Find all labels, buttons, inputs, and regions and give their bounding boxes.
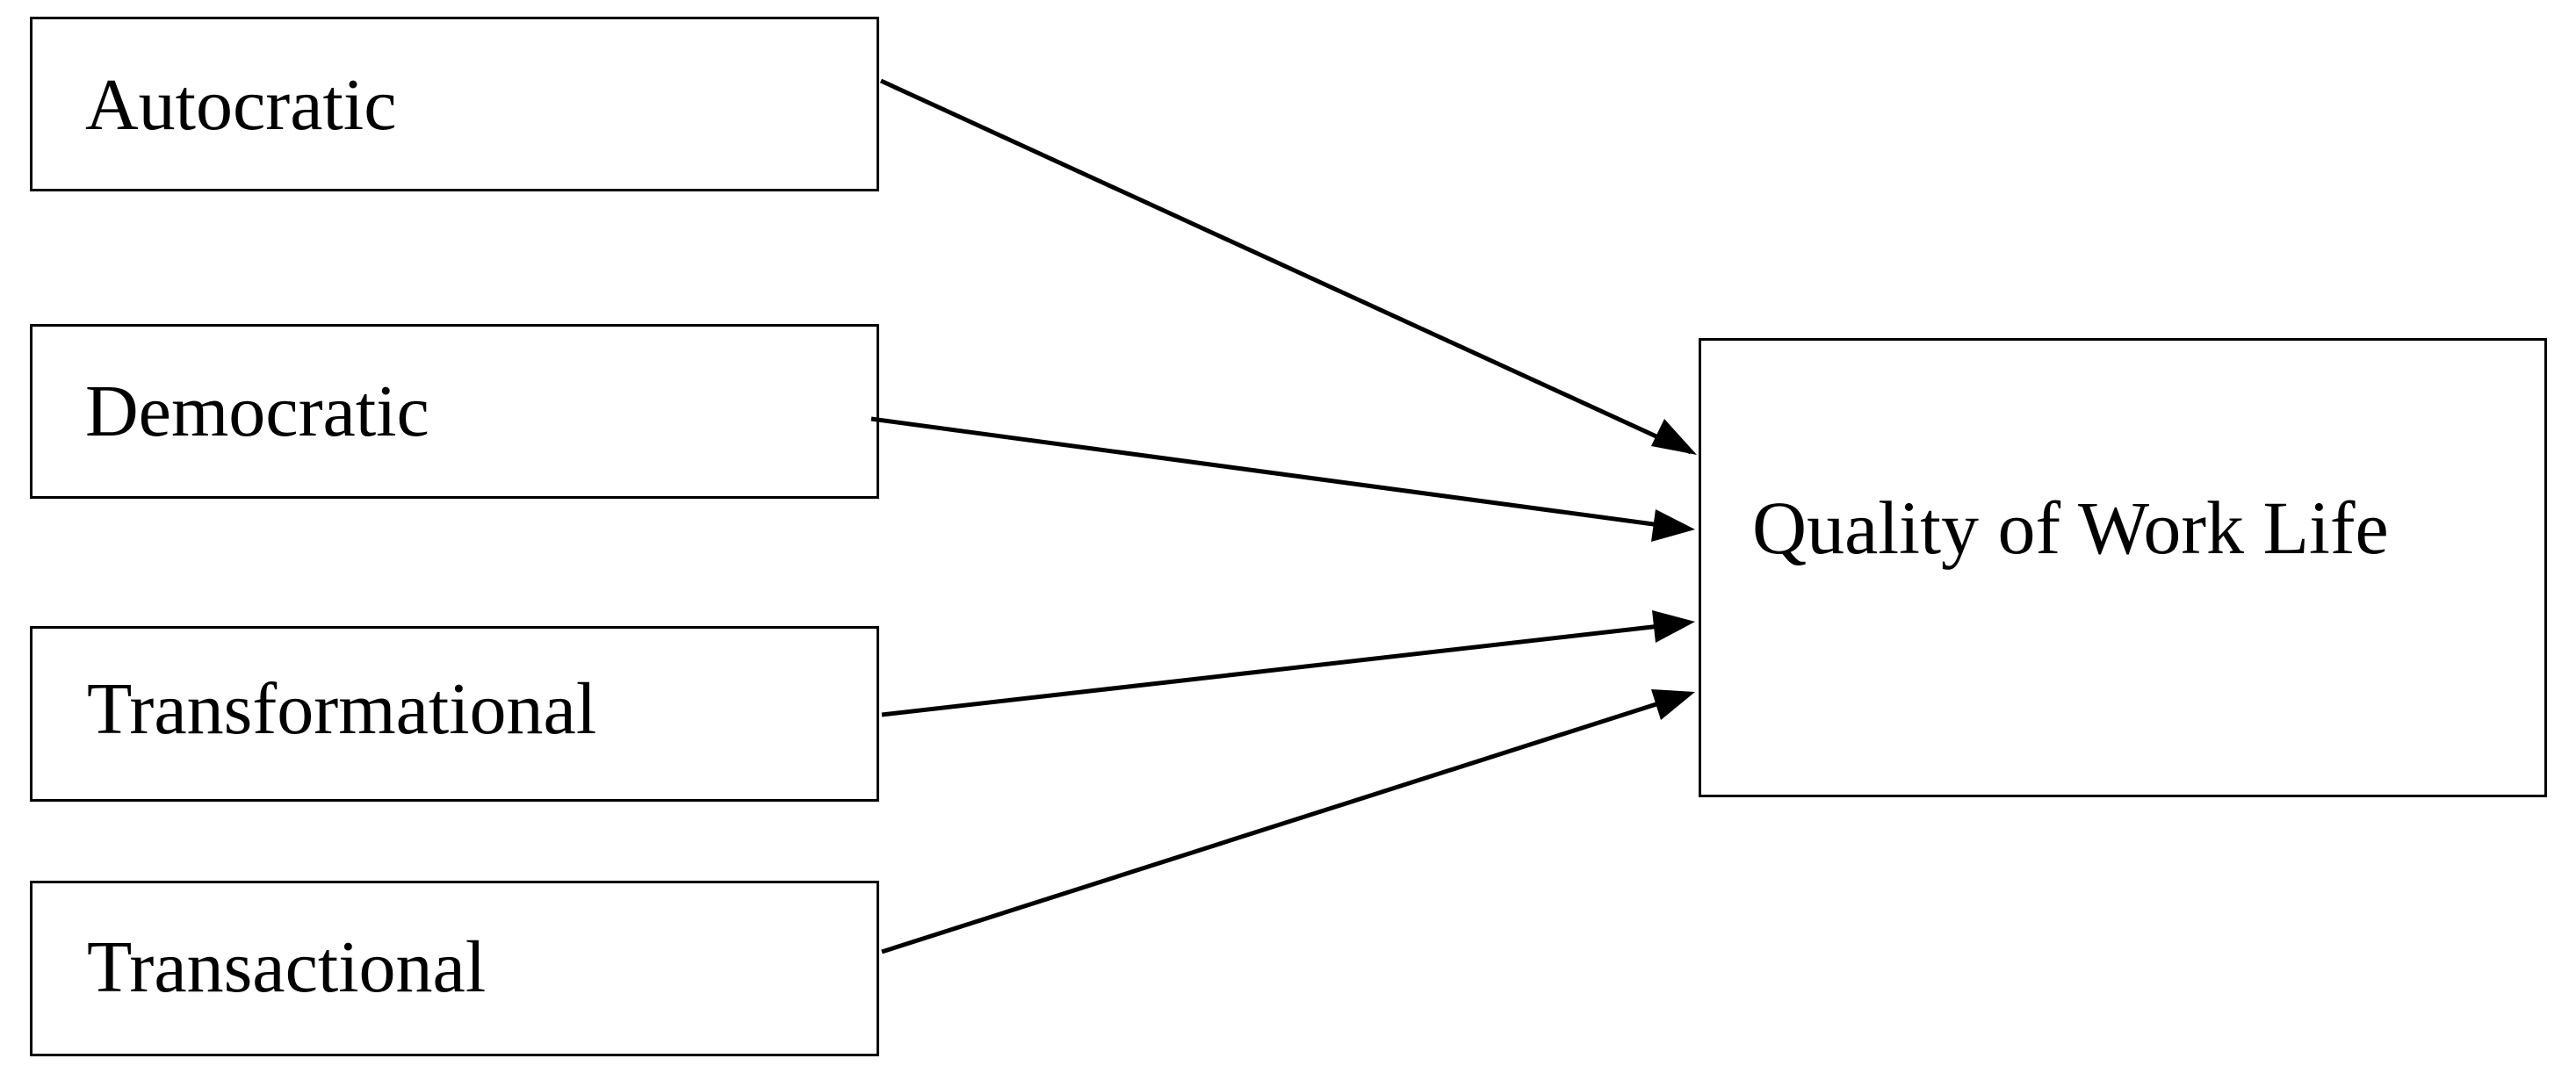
arrow-transactional-to-outcome	[881, 700, 1663, 954]
arrowhead-transactional	[1651, 689, 1695, 720]
predictor-box-democratic: Democratic	[30, 324, 879, 499]
predictor-label-transactional: Transactional	[87, 926, 487, 1008]
arrowhead-autocratic	[1651, 419, 1697, 455]
outcome-label: Quality of Work Life	[1752, 486, 2389, 570]
arrowhead-democratic	[1651, 509, 1695, 542]
predictor-box-transactional: Transactional	[30, 881, 879, 1056]
predictor-label-transformational: Transformational	[87, 668, 597, 750]
outcome-box-quality-of-work-life: Quality of Work Life	[1699, 338, 2547, 797]
predictor-label-democratic: Democratic	[85, 371, 429, 452]
predictor-label-autocratic: Autocratic	[85, 64, 397, 146]
arrow-democratic-to-outcome	[870, 416, 1661, 528]
arrow-transformational-to-outcome	[881, 623, 1661, 717]
arrowhead-transformational	[1652, 610, 1695, 643]
arrow-autocratic-to-outcome	[879, 78, 1692, 455]
predictor-box-autocratic: Autocratic	[30, 17, 879, 191]
predictor-box-transformational: Transformational	[30, 626, 879, 802]
